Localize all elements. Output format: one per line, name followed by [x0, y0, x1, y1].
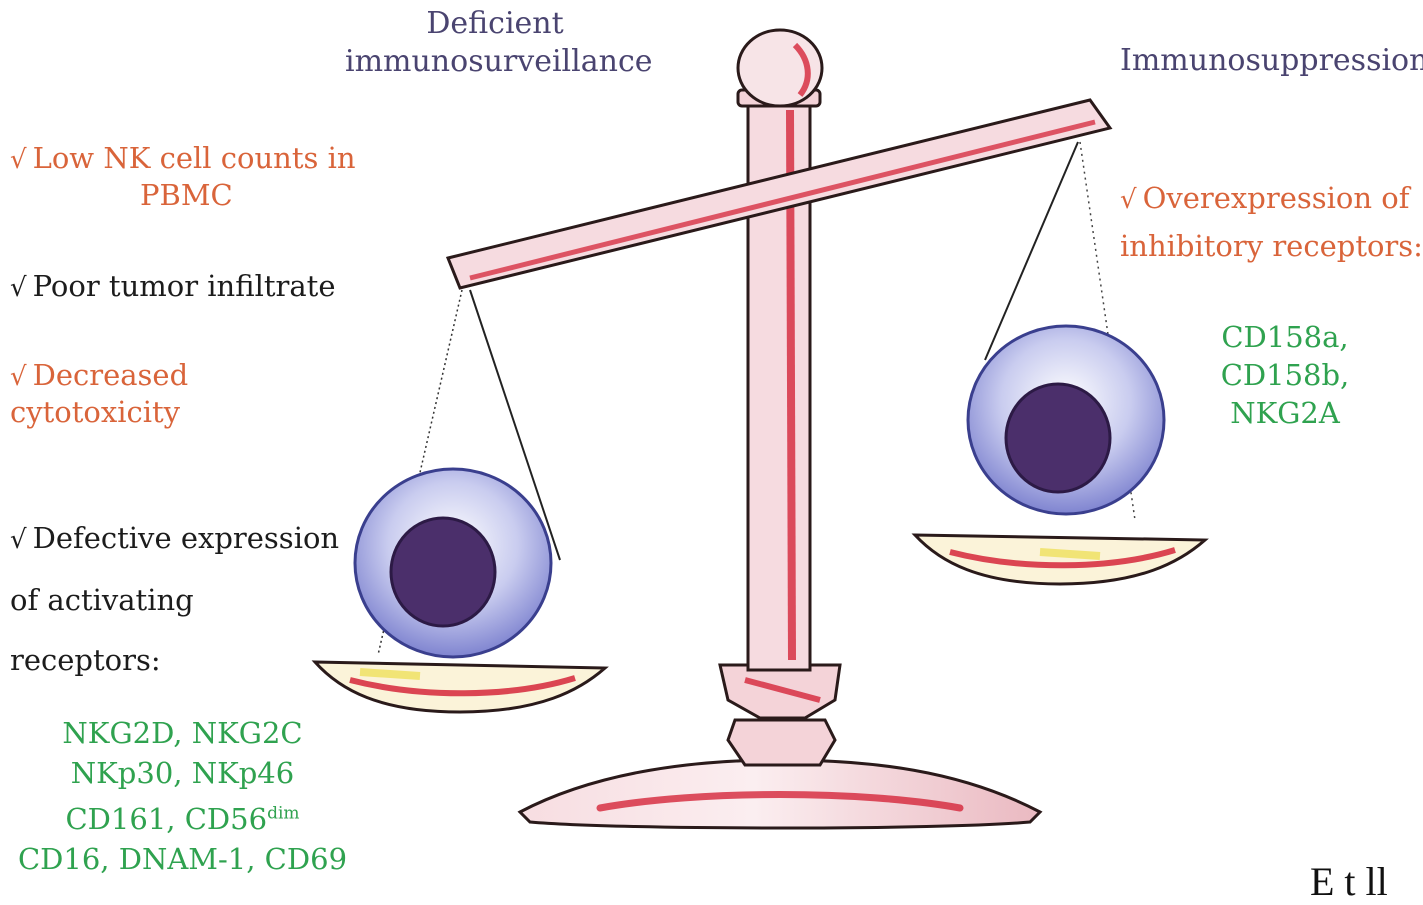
overexpression-line1: Overexpression of — [1143, 181, 1410, 215]
defective-line3: receptors: — [10, 630, 339, 690]
low-nk-line1: Low NK cell counts in — [33, 141, 356, 175]
check-mark-icon: √ — [10, 273, 27, 303]
left-header: Deficient immunosurveillance — [345, 5, 645, 80]
right-header: Immunosuppression — [1120, 42, 1423, 80]
poor-infiltrate-text: Poor tumor infiltrate — [33, 269, 336, 303]
decreased-cytotoxicity-item: √Decreased cytotoxicity — [10, 357, 188, 430]
scale-base — [520, 665, 1040, 828]
inhibitory-line1: CD158a, — [1205, 318, 1365, 356]
defective-expression-item: √Defective expression of activating rece… — [10, 508, 339, 690]
check-mark-icon: √ — [1120, 185, 1137, 215]
low-nk-line2: PBMC — [10, 177, 356, 213]
left-nk-cell-icon — [355, 469, 551, 657]
left-header-line1: Deficient — [345, 5, 645, 43]
inhibitory-line3: NKG2A — [1205, 394, 1365, 432]
scale-pillar — [738, 30, 822, 670]
right-pan — [915, 535, 1205, 584]
activating-line2: NKp30, NKp46 — [0, 753, 365, 793]
overexpression-line2: inhibitory receptors: — [1120, 223, 1423, 269]
low-nk-item: √Low NK cell counts in PBMC — [10, 140, 356, 213]
left-header-line2: immunosurveillance — [345, 43, 645, 81]
inhibitory-receptors-list: CD158a, CD158b, NKG2A — [1205, 318, 1365, 432]
overexpression-item: √Overexpression of inhibitory receptors: — [1120, 175, 1423, 269]
activating-line3: CD161, CD56 — [65, 802, 267, 836]
check-mark-icon: √ — [10, 525, 27, 555]
check-mark-icon: √ — [10, 145, 27, 175]
right-nk-cell-icon — [968, 326, 1164, 514]
activating-receptors-list: NKG2D, NKG2C NKp30, NKp46 CD161, CD56dim… — [0, 713, 365, 879]
defective-line2: of activating — [10, 570, 339, 630]
poor-infiltrate-item: √Poor tumor infiltrate — [10, 268, 335, 305]
corner-text-fragment: E t ll — [1310, 858, 1388, 905]
decreased-line2: cytotoxicity — [10, 394, 188, 430]
inhibitory-line2: CD158b, — [1205, 356, 1365, 394]
check-mark-icon: √ — [10, 362, 27, 392]
activating-line1: NKG2D, NKG2C — [0, 713, 365, 753]
cd56-superscript: dim — [267, 803, 299, 823]
defective-line1: Defective expression — [33, 521, 340, 555]
activating-line4: CD16, DNAM-1, CD69 — [0, 839, 365, 879]
left-pan — [315, 662, 605, 712]
decreased-line1: Decreased — [33, 358, 189, 392]
